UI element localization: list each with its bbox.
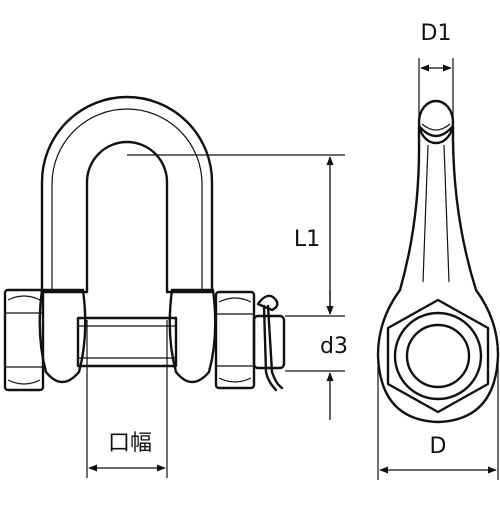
pin-end-circle (405, 323, 471, 389)
d1-label: D1 (421, 21, 452, 46)
side-view: D1 D (376, 21, 500, 480)
pin-shaft (76, 316, 178, 368)
cotter-pin (256, 294, 284, 392)
bolt-head (3, 288, 45, 392)
d-label: D (430, 434, 447, 459)
l1-label: L1 (294, 227, 320, 252)
shackle-bow (40, 95, 214, 294)
hex-nut (214, 290, 256, 390)
mouth-width-label: 口幅 (108, 431, 152, 456)
d3-label: d3 (320, 334, 348, 359)
left-ear (38, 288, 87, 384)
front-view: L1 d3 口幅 (3, 95, 348, 478)
side-hex-nut (386, 298, 490, 414)
side-body (376, 124, 500, 424)
